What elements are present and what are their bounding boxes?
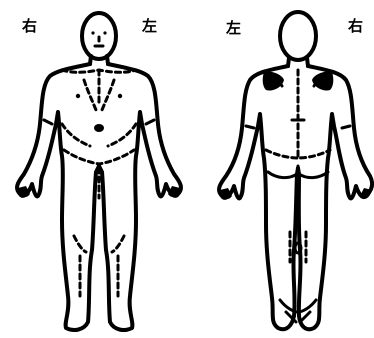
- front-left-knee: [112, 236, 124, 252]
- front-left-chest-line: [102, 80, 114, 110]
- front-groin-line: [64, 150, 134, 164]
- front-right-eye: [91, 31, 94, 34]
- front-left-hip-line: [108, 124, 136, 146]
- back-body-figure: [219, 12, 372, 329]
- front-left-eye: [103, 31, 106, 34]
- back-right-scapula: [312, 71, 333, 90]
- back-right-body-outline: [298, 66, 372, 329]
- back-right-elbow-mark: [342, 126, 350, 128]
- front-right-body-outline: [17, 64, 99, 330]
- front-left-elbow-mark: [146, 120, 154, 124]
- back-left-scapula: [263, 71, 284, 90]
- back-left-body-outline: [219, 66, 298, 329]
- front-navel: [94, 124, 104, 132]
- back-left-buttock: [268, 172, 297, 178]
- back-head-outline: [280, 12, 316, 60]
- front-right-chest-line: [84, 80, 96, 110]
- front-right-hip-line: [62, 124, 90, 146]
- front-left-body-outline: [99, 64, 181, 330]
- back-right-buttock: [299, 172, 328, 178]
- front-left-nipple: [118, 94, 122, 98]
- back-left-elbow-mark: [246, 126, 254, 128]
- front-right-elbow-mark: [44, 120, 52, 124]
- front-body-figure: [17, 13, 181, 330]
- front-right-knee: [74, 236, 86, 252]
- front-right-nipple: [76, 94, 80, 98]
- back-right-hand: [360, 188, 372, 199]
